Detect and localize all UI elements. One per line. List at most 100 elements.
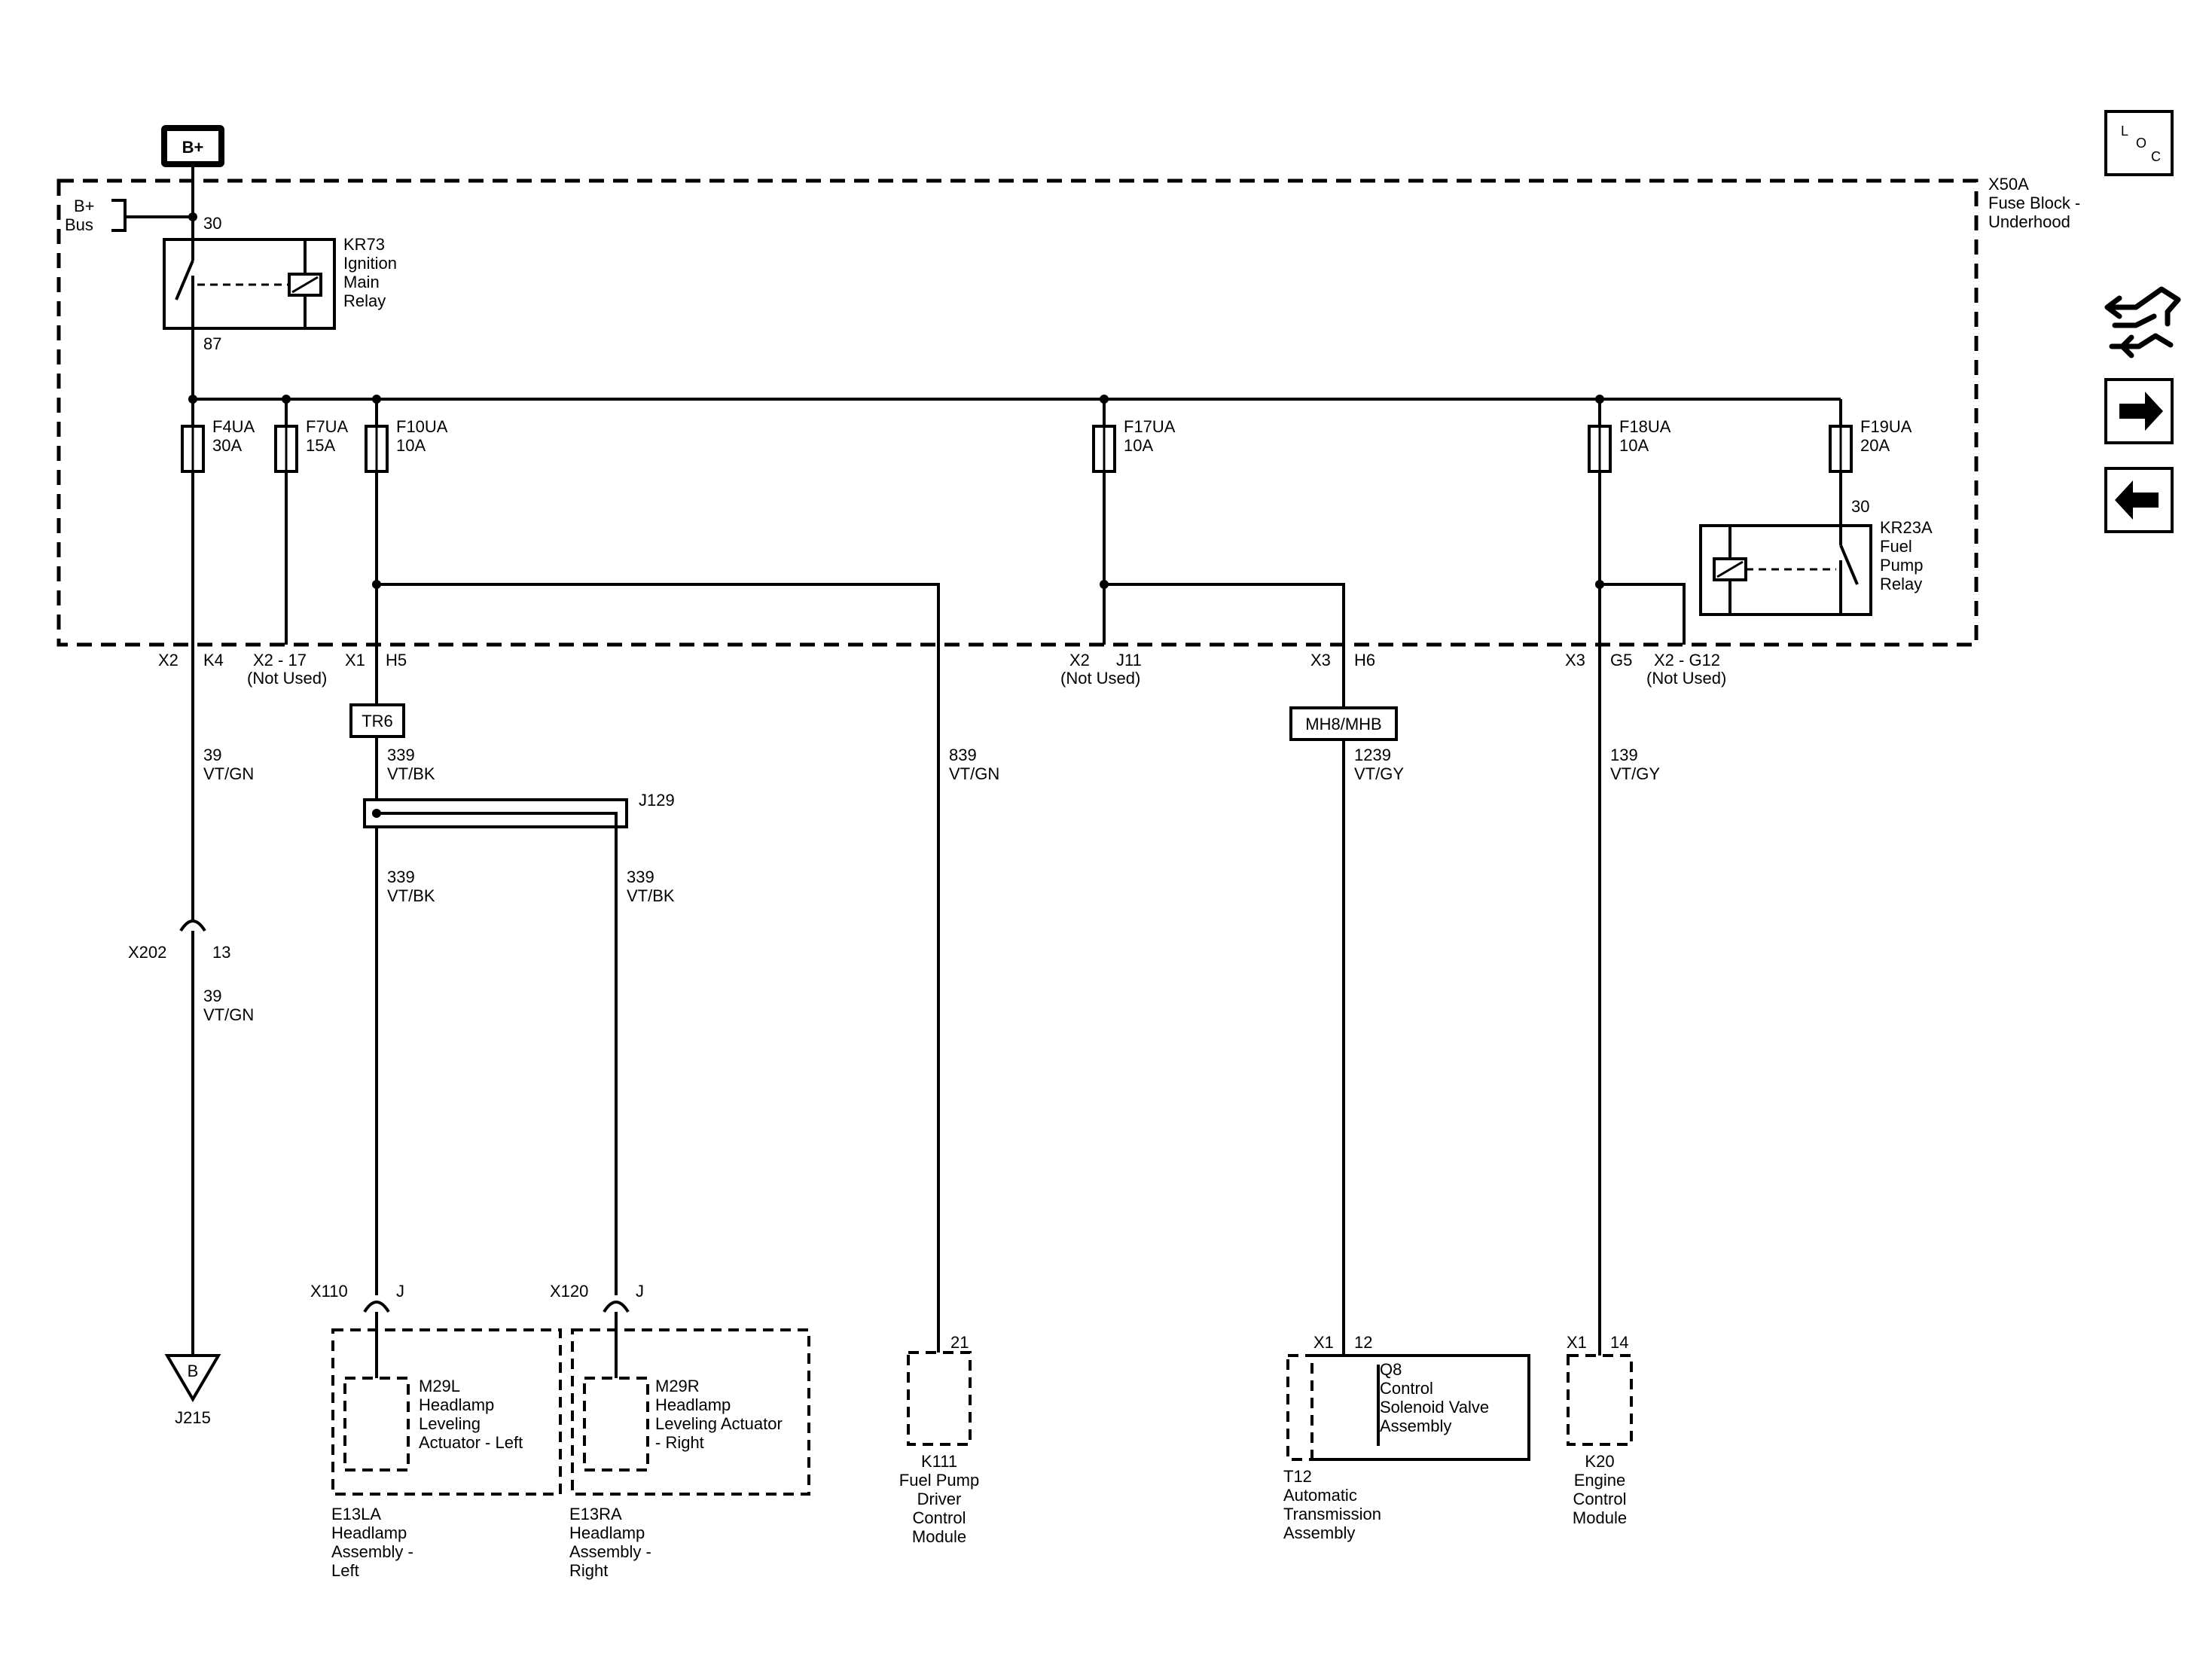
k20-line-1: K20	[1585, 1452, 1614, 1471]
option-mh8-label: MH8/MHB	[1305, 715, 1381, 733]
m29l-line-3: Leveling	[419, 1414, 481, 1433]
q8-line-3: Solenoid Valve	[1380, 1398, 1489, 1417]
k20-pin: 14	[1610, 1333, 1628, 1352]
fuse-f7ua: F7UA 15A	[274, 399, 349, 473]
fuse-f7ua-rating: 15A	[306, 436, 335, 455]
pin-x2-17: X2 - 17	[253, 651, 307, 669]
q8-line-2: Control	[1380, 1379, 1433, 1398]
x120-label: X120	[550, 1282, 588, 1301]
pin-x2-g12: X2 - G12	[1654, 651, 1720, 669]
wire-839-color: VT/GN	[949, 764, 999, 783]
k111-line-3: Driver	[917, 1490, 962, 1508]
t12-line-2: Automatic	[1283, 1486, 1357, 1505]
fuse-f17ua-rating: 10A	[1124, 436, 1153, 455]
t12-connector: X1	[1313, 1333, 1334, 1352]
wire-1239-color: VT/GY	[1354, 764, 1404, 783]
splice-j129	[363, 798, 628, 828]
k20-engine-control-module	[1567, 1354, 1633, 1446]
pin-x1-h5-conn: X1	[345, 651, 365, 669]
wire-139-color: VT/GY	[1610, 764, 1660, 783]
fuse-f18ua-rating: 10A	[1619, 436, 1649, 455]
wire-339l-color: VT/BK	[387, 886, 435, 905]
fuse-f17ua-name: F17UA	[1124, 417, 1176, 436]
e13ra-line-1: E13RA	[569, 1505, 622, 1523]
m29r-line-4: - Right	[655, 1433, 704, 1452]
e13la-headlamp-assembly-left	[331, 1328, 562, 1496]
e13la-line-4: Left	[331, 1561, 359, 1580]
fuse-f4ua-rating: 30A	[212, 436, 242, 455]
loc-letter-c: C	[2151, 149, 2161, 164]
option-mh8-mhb	[1289, 706, 1398, 741]
location-button[interactable]: L O C	[2104, 110, 2174, 176]
fuse-block-name: X50A	[1988, 175, 2029, 194]
wire-39b-color: VT/GN	[203, 1005, 254, 1024]
harness-routing-icon[interactable]	[2104, 286, 2181, 358]
wire-339-color: VT/BK	[387, 764, 435, 783]
kr73-pin-30: 30	[203, 214, 221, 233]
pin-x2-k4-pin: K4	[203, 651, 224, 669]
m29r-actuator	[583, 1377, 649, 1471]
pin-x3-h6-conn: X3	[1310, 651, 1331, 669]
loc-letter-o: O	[2136, 136, 2146, 151]
fuse-f4ua: F4UA 30A	[181, 399, 255, 473]
pin-x2-g12-note: (Not Used)	[1646, 669, 1726, 688]
fuse-f7ua-name: F7UA	[306, 417, 349, 436]
b-plus-bus-bracket	[111, 199, 193, 232]
pin-x3-h6-pin: H6	[1354, 651, 1375, 669]
ground-letter: B	[188, 1362, 199, 1380]
t12-line-3: Transmission	[1283, 1505, 1381, 1523]
wire-339r-color: VT/BK	[627, 886, 675, 905]
k111-line-2: Fuel Pump	[899, 1471, 979, 1490]
kr73-line-3: Relay	[343, 291, 386, 310]
m29l-line-4: Actuator - Left	[419, 1433, 523, 1452]
k111-line-1: K111	[921, 1452, 957, 1471]
wire-339l-number: 339	[387, 868, 415, 886]
wire-39b-number: 39	[203, 987, 221, 1005]
q8-line-4: Assembly	[1380, 1417, 1451, 1435]
wire-339r-number: 339	[627, 868, 654, 886]
q8-line-1: Q8	[1380, 1360, 1402, 1379]
arrow-left-icon	[2115, 480, 2159, 520]
k20-line-2: Engine	[1574, 1471, 1626, 1490]
wire-f17ua-branch	[1104, 583, 1345, 708]
t12-pin: 12	[1354, 1333, 1372, 1352]
next-page-button[interactable]	[2104, 378, 2174, 444]
pin-x3-g5-conn: X3	[1565, 651, 1585, 669]
m29l-line-2: Headlamp	[419, 1395, 494, 1414]
fuse-block-desc-1: Fuse Block -	[1988, 194, 2080, 212]
kr23a-id: KR23A	[1880, 518, 1933, 537]
previous-page-button[interactable]	[2104, 467, 2174, 533]
splice-j129-label: J129	[639, 791, 675, 810]
m29r-line-1: M29R	[655, 1377, 700, 1395]
bus-junction-dot	[188, 212, 197, 221]
x202-pin: 13	[212, 943, 230, 962]
m29r-line-2: Headlamp	[655, 1395, 731, 1414]
wire-139-number: 139	[1610, 746, 1638, 764]
fuse-f18ua-name: F18UA	[1619, 417, 1671, 436]
kr23a-line-3: Relay	[1880, 575, 1922, 593]
option-tr6-label: TR6	[362, 712, 393, 730]
k111-line-5: Module	[912, 1527, 966, 1546]
e13la-line-3: Assembly -	[331, 1542, 413, 1561]
m29l-actuator	[343, 1377, 410, 1471]
arrow-right-icon	[2119, 392, 2163, 431]
k111-pin: 21	[950, 1333, 969, 1352]
k111-line-4: Control	[913, 1508, 966, 1527]
q8-solenoid-valve	[1310, 1354, 1530, 1461]
fuse-f19ua-rating: 20A	[1860, 436, 1890, 455]
fuse-f10ua: F10UA 10A	[365, 399, 448, 473]
e13ra-line-3: Assembly -	[569, 1542, 651, 1561]
x120-pin: J	[636, 1282, 644, 1301]
k20-connector: X1	[1567, 1333, 1587, 1352]
fuse-f10ua-name: F10UA	[396, 417, 448, 436]
fuse-block-desc-2: Underhood	[1988, 212, 2070, 231]
kr73-relay-box	[163, 238, 336, 330]
b-plus-label: B+	[182, 138, 204, 157]
pin-x2-j11-pin: J11	[1116, 651, 1142, 669]
x110-pin: J	[396, 1282, 404, 1301]
e13ra-line-4: Right	[569, 1561, 608, 1580]
wire-f18ua-branch	[1600, 583, 1686, 645]
t12-line-4: Assembly	[1283, 1523, 1355, 1542]
wire-39a-color: VT/GN	[203, 764, 254, 783]
